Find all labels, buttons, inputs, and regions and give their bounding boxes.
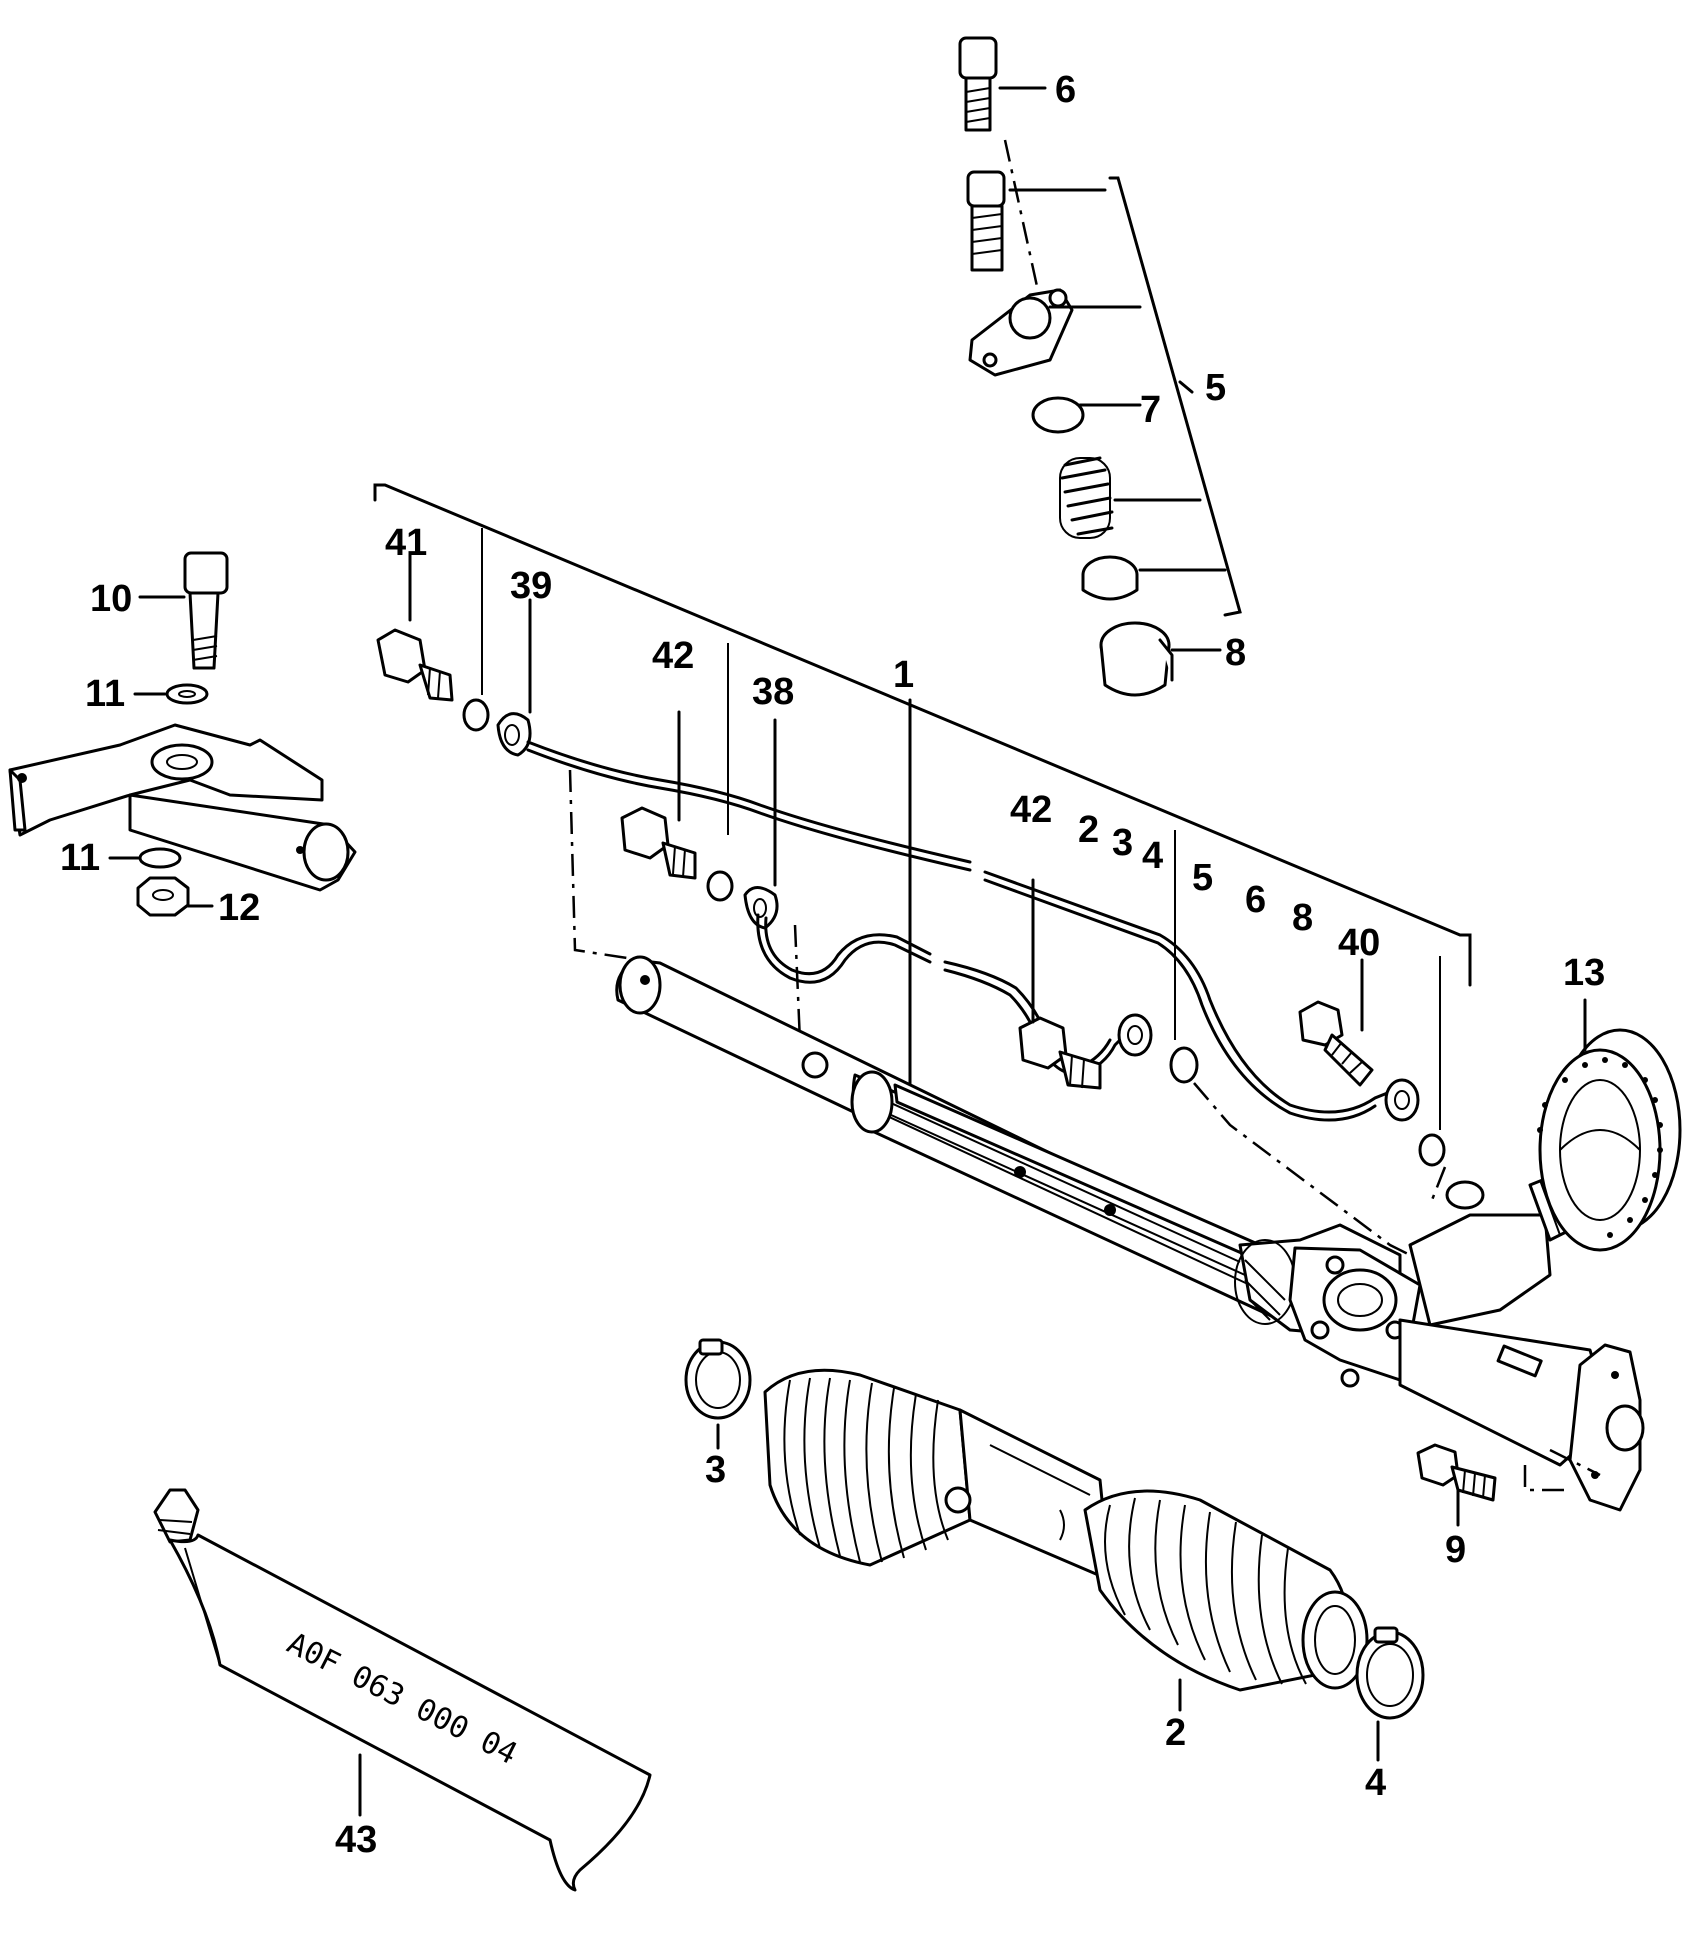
bracket-5: [1008, 188, 1227, 572]
label-5: 5: [1205, 367, 1226, 409]
valve-sleeve-8: [1099, 621, 1174, 697]
washer-11-top: [165, 683, 209, 705]
banjo-39: [496, 712, 532, 757]
banjo-40-end: [1384, 1078, 1420, 1122]
o-ring-7: [1031, 396, 1085, 434]
label-6: 6: [1055, 69, 1076, 111]
label-38: 38: [752, 671, 794, 713]
banjo-lower-end: [1117, 1013, 1153, 1057]
label-41: 41: [385, 522, 427, 564]
valve-spring: [1059, 456, 1114, 539]
label-9: 9: [1445, 1529, 1466, 1571]
steering-coupling-13: [1528, 1028, 1682, 1252]
banjo-38: [743, 886, 779, 930]
seal-ring-42: [706, 870, 734, 902]
label-42-right: 42: [1010, 789, 1052, 831]
label-7: 7: [1140, 389, 1161, 431]
label-43: 43: [335, 1819, 377, 1861]
pressure-line-upper: [526, 740, 1397, 1114]
valve-piston: [1081, 555, 1139, 601]
kit-contents-list: 2 3 4 5 6 8: [1078, 809, 1313, 939]
steering-rack-housing: [615, 955, 1645, 1512]
valve-flange: [968, 288, 1074, 377]
kit-item-8: 8: [1292, 897, 1313, 939]
label-3: 3: [705, 1449, 726, 1491]
label-13: 13: [1563, 952, 1605, 994]
label-8: 8: [1225, 632, 1246, 674]
coupling-dots: [1537, 1057, 1663, 1238]
label-11-top: 11: [85, 673, 125, 715]
rack-boot-2: [763, 1368, 1369, 1692]
banjo-bolt-40: [1298, 1000, 1374, 1087]
seal-ring-right-a: [1169, 1046, 1199, 1084]
grease-tube-43: A0F 063 000 04: [153, 1488, 652, 1892]
kit-item-5: 5: [1192, 857, 1213, 899]
label-12: 12: [218, 887, 260, 929]
label-4: 4: [1365, 1762, 1386, 1804]
clamp-3: [684, 1338, 752, 1420]
bracket-1: [373, 483, 1472, 987]
label-2: 2: [1165, 1712, 1186, 1754]
label-42-left: 42: [652, 635, 694, 677]
seal-ring-41: [462, 698, 490, 732]
mounting-bracket: [8, 723, 357, 892]
kit-item-6: 6: [1245, 879, 1266, 921]
clamp-4: [1355, 1626, 1425, 1720]
banjo-bolt-41: [376, 628, 454, 702]
bolt-9: [1416, 1443, 1497, 1502]
valve-bolt-6: [958, 36, 998, 132]
nut-12: [136, 876, 190, 917]
banjo-bolt-42-left: [620, 806, 697, 880]
label-1: 1: [893, 654, 914, 696]
kit-item-3: 3: [1112, 822, 1133, 864]
washer-11-bottom: [138, 847, 182, 869]
banjo-bolt-42-right: [1018, 1016, 1102, 1090]
kit-item-2: 2: [1078, 809, 1099, 851]
kit-item-4: 4: [1142, 835, 1163, 877]
bolt-10: [183, 551, 229, 670]
label-11-bottom: 11: [60, 837, 100, 879]
label-10: 10: [90, 578, 132, 620]
label-40: 40: [1338, 922, 1380, 964]
valve-screw: [966, 170, 1006, 272]
seal-ring-right-b: [1418, 1133, 1446, 1167]
label-39: 39: [510, 565, 552, 607]
